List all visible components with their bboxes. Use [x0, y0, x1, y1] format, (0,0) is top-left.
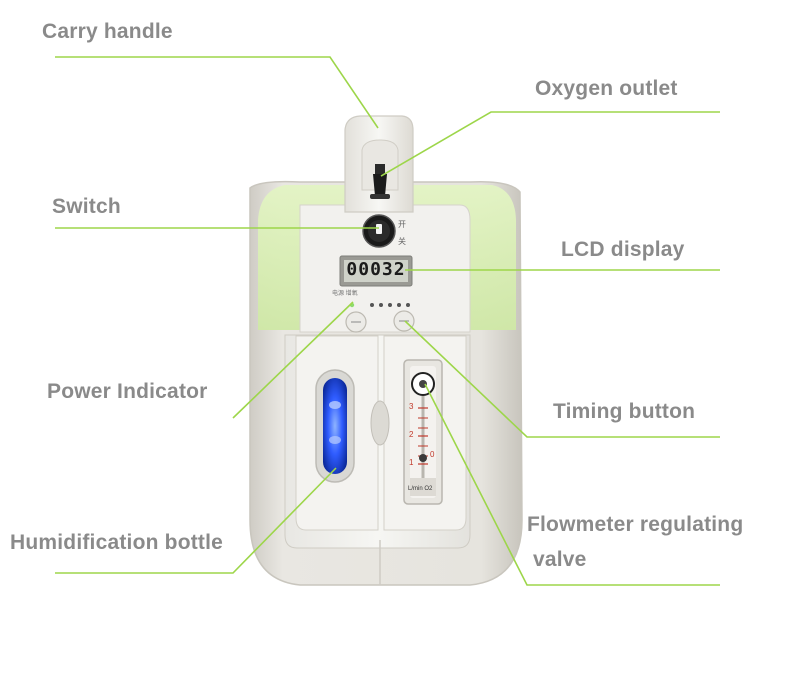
leader-lines: [55, 56, 720, 586]
label-flowmeter-line1: Flowmeter regulating: [527, 513, 744, 536]
label-timing-button: Timing button: [553, 400, 696, 423]
oxygen-outlet: [370, 164, 390, 199]
label-switch: Switch: [52, 195, 121, 218]
humidification-bottle: [315, 369, 355, 483]
leader-timing-button: [404, 320, 720, 438]
left-round-button[interactable]: [345, 311, 367, 333]
flow-tick-1: 1: [409, 458, 414, 467]
leader-oxygen-outlet: [380, 111, 720, 177]
timing-button[interactable]: [393, 310, 415, 332]
label-flowmeter-line2: valve: [533, 548, 587, 571]
leader-flowmeter: [424, 383, 720, 586]
flow-tick-3: 3: [409, 402, 414, 411]
label-power-indicator: Power Indicator: [47, 380, 208, 403]
lcd-reading: 00032: [346, 259, 406, 280]
flow-tick-0: 0: [430, 450, 435, 459]
leader-humidification-bottle: [55, 467, 337, 574]
lcd-display: [339, 255, 413, 287]
leader-carry-handle: [55, 56, 379, 129]
label-lcd-display: LCD display: [561, 238, 685, 261]
flow-unit: L/min O2: [408, 486, 433, 492]
label-humidification-bottle: Humidification bottle: [10, 531, 224, 554]
flowmeter: [403, 359, 443, 505]
power-switch[interactable]: [362, 214, 396, 248]
switch-off-mark: 关: [398, 237, 406, 246]
panel-small-text: 电源 增氧: [332, 291, 358, 297]
leader-power-indicator: [232, 301, 354, 419]
label-carry-handle: Carry handle: [42, 20, 173, 43]
flow-tick-2: 2: [409, 430, 414, 439]
switch-on-mark: 开: [398, 220, 406, 229]
label-oxygen-outlet: Oxygen outlet: [535, 77, 678, 100]
